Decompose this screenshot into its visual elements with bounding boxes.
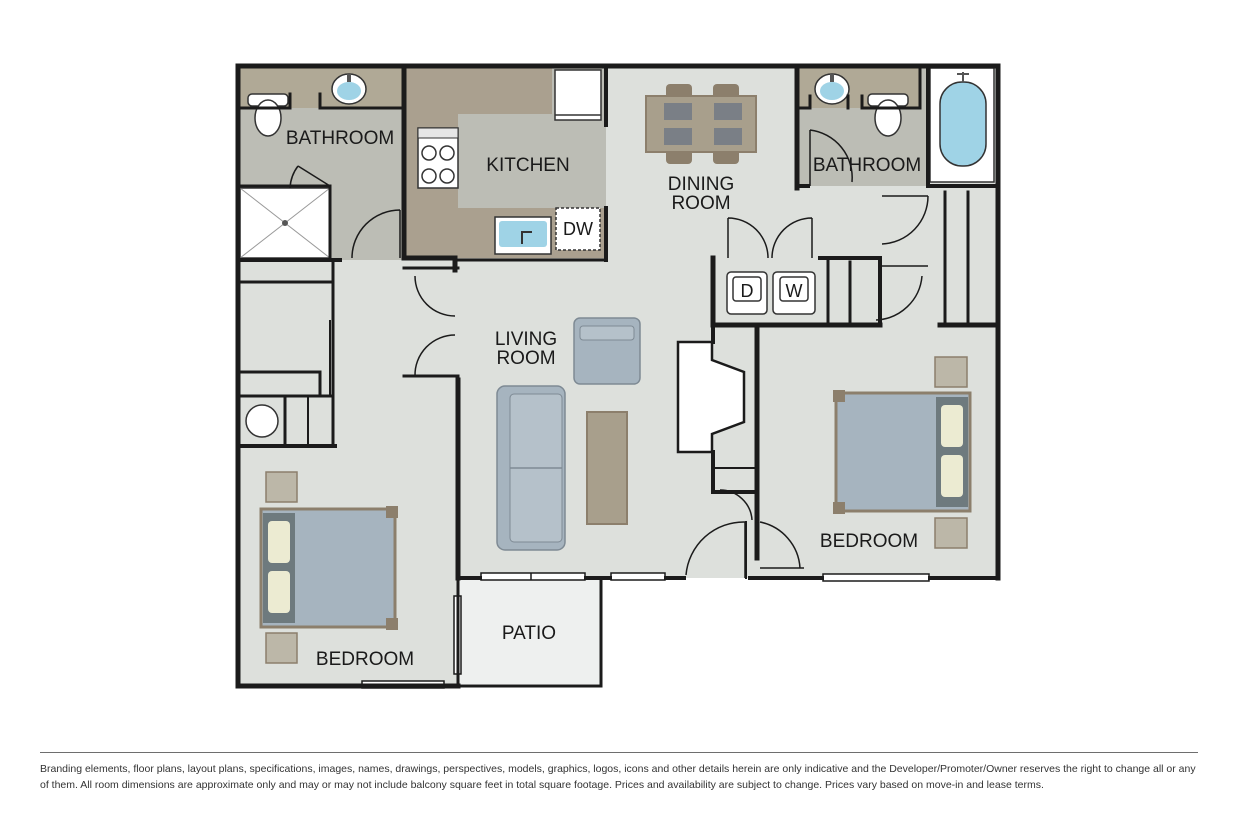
walls bbox=[235, 63, 1001, 689]
water-heater-icon bbox=[245, 404, 279, 438]
sofa-icon bbox=[496, 385, 566, 551]
washer-label: W bbox=[786, 281, 803, 301]
floor-areas bbox=[238, 66, 998, 685]
doors bbox=[289, 129, 929, 578]
dining-room-label-line1: DINING bbox=[668, 174, 735, 195]
dishwasher-label: DW bbox=[563, 219, 593, 239]
patio-label: PATIO bbox=[502, 623, 556, 644]
sink-left-icon bbox=[331, 73, 367, 105]
dining-room-label-line2: ROOM bbox=[671, 193, 730, 214]
living-room-label-line2: ROOM bbox=[496, 348, 555, 369]
kitchen-label: KITCHEN bbox=[486, 155, 569, 176]
coffee-table-icon bbox=[586, 411, 628, 525]
bed-left-icon bbox=[259, 506, 398, 630]
bathroom-right-label: BATHROOM bbox=[813, 155, 921, 176]
armchair-icon bbox=[573, 317, 641, 385]
nightstand-left-bottom-icon bbox=[265, 632, 298, 664]
disclaimer-text: Branding elements, floor plans, layout p… bbox=[40, 763, 1196, 791]
bedroom-right-label: BEDROOM bbox=[820, 531, 918, 552]
bathtub-icon bbox=[929, 67, 995, 183]
washer-icon: W bbox=[772, 271, 816, 315]
bed-right-icon bbox=[833, 390, 972, 514]
dining-table-icon bbox=[645, 84, 757, 164]
bathroom-left-label: BATHROOM bbox=[286, 128, 394, 149]
patio-floor bbox=[458, 578, 601, 684]
refrigerator-icon bbox=[554, 69, 602, 121]
floor-plan: DW D W bbox=[235, 63, 1001, 689]
nightstand-left-top-icon bbox=[265, 471, 298, 503]
dryer-label: D bbox=[741, 281, 754, 301]
stove-icon bbox=[417, 127, 459, 189]
dryer-icon: D bbox=[726, 271, 768, 315]
kitchen-sink-icon bbox=[494, 216, 552, 255]
dishwasher-icon: DW bbox=[555, 207, 601, 251]
footer-divider bbox=[40, 752, 1198, 753]
nightstand-right-bottom-icon bbox=[934, 517, 968, 549]
sink-right-icon bbox=[814, 73, 850, 105]
nightstand-right-top-icon bbox=[934, 356, 968, 388]
room-labels: BATHROOM KITCHEN DINING ROOM BATHROOM LI… bbox=[286, 128, 921, 670]
fireplace-icon bbox=[676, 340, 746, 454]
living-room-label-line1: LIVING bbox=[495, 329, 557, 350]
shower-icon bbox=[239, 187, 331, 259]
bedroom-left-label: BEDROOM bbox=[316, 649, 414, 670]
